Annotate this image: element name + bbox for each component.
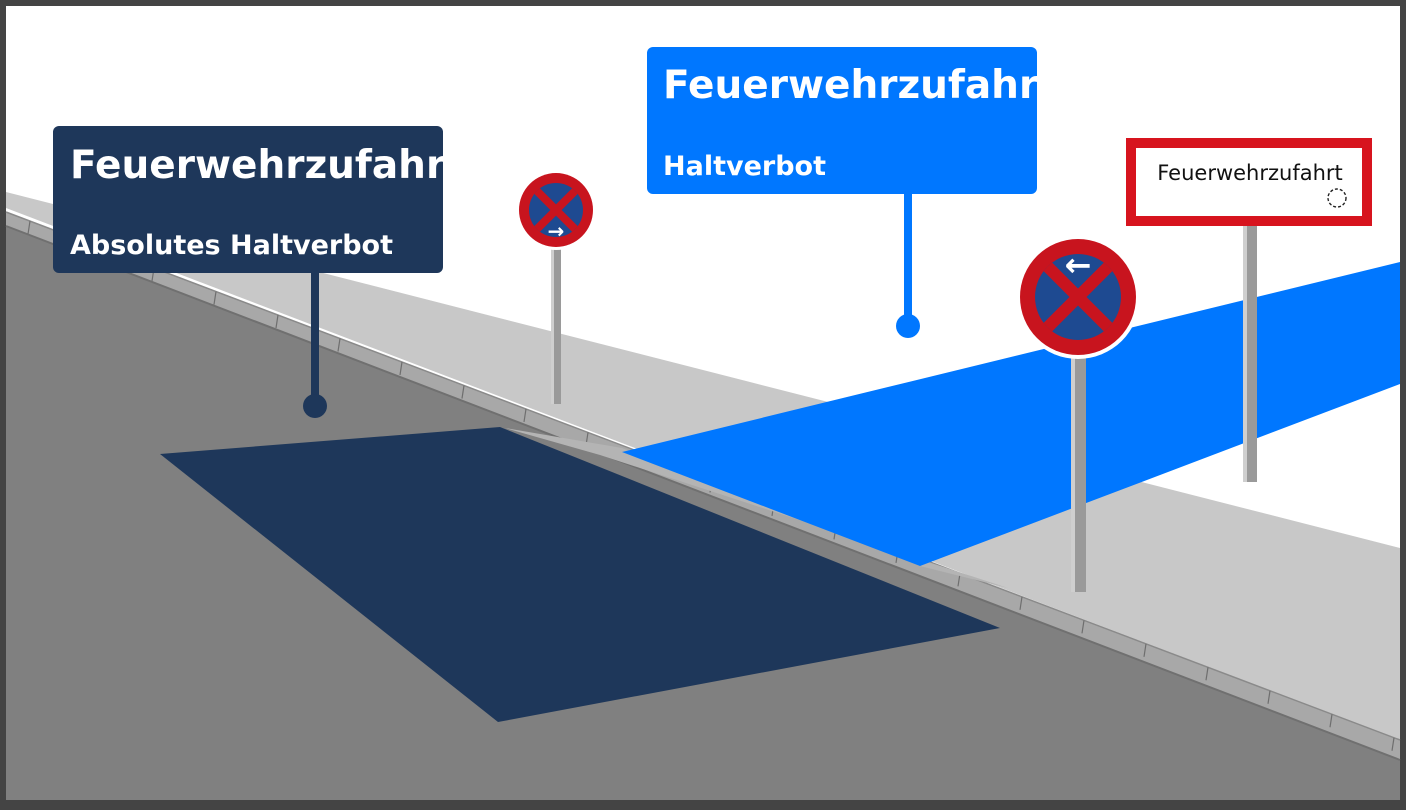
left-callout-pointer <box>311 265 319 405</box>
curb-joint <box>1081 620 1085 634</box>
absolute-no-stopping-zone <box>160 427 1000 722</box>
left-callout-subtitle: Absolutes Haltverbot <box>70 230 393 261</box>
curb-bottom-edge <box>5 225 1401 761</box>
curb-joint <box>399 361 403 376</box>
center-callout-subtitle: Haltverbot <box>663 151 826 182</box>
curb-joint <box>1205 667 1209 681</box>
no-stopping-sign-left: → <box>516 170 596 404</box>
curb-joint <box>1391 737 1395 751</box>
left-callout-dot <box>303 394 327 418</box>
center-callout-dot <box>896 314 920 338</box>
curb-joint <box>213 291 217 305</box>
left-callout-title: Feuerwehrzufahrt <box>70 143 464 188</box>
center-callout-title: Feuerwehrzufahrt <box>663 63 1057 108</box>
center-callout-pointer <box>904 190 912 326</box>
arrow-right-icon: → <box>548 219 565 243</box>
no-stopping-sign-right: ← <box>1016 235 1140 592</box>
mounting-hole-icon <box>1327 188 1347 208</box>
curb-joint <box>461 385 465 399</box>
center-callout-box <box>647 47 1037 194</box>
curb-joint <box>27 220 31 235</box>
curb-joint <box>1143 643 1147 657</box>
curb-joint <box>523 408 527 423</box>
fire-lane-zone <box>622 262 1400 566</box>
curb-joint <box>337 338 341 352</box>
fire-lane-sign: Feuerwehrzufahrt <box>1126 138 1372 482</box>
fire-lane-sign-text: Feuerwehrzufahrt <box>1157 161 1343 185</box>
curb-joint <box>1329 714 1333 728</box>
sign-post-left <box>551 246 561 404</box>
left-callout-box <box>53 126 443 273</box>
curb-joint <box>275 314 279 329</box>
curb-joint <box>1267 690 1271 704</box>
curb-joint <box>1019 596 1023 610</box>
arrow-left-icon: ← <box>1065 246 1092 284</box>
